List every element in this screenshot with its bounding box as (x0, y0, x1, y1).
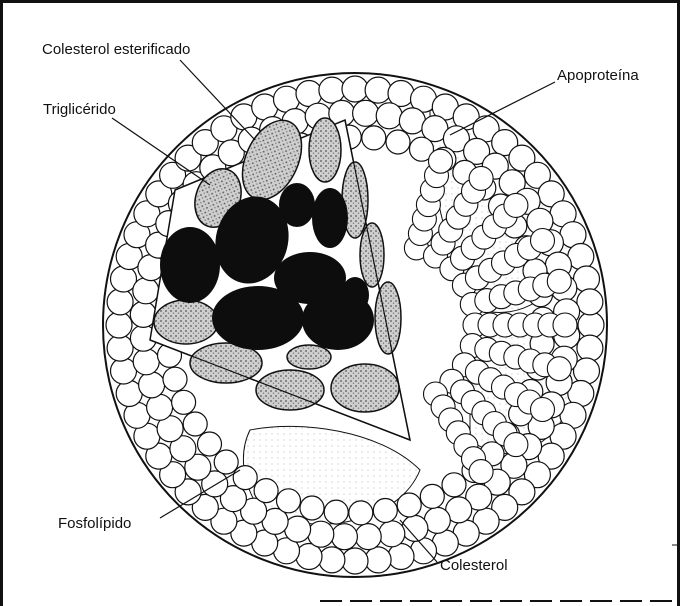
phospholipid-head (349, 501, 373, 525)
phospholipid-head (133, 349, 159, 375)
phospholipid-head (469, 166, 493, 190)
phospholipid-head (574, 266, 600, 292)
esterified-cholesterol-7 (154, 300, 218, 344)
phospholipid-head (531, 398, 555, 422)
phospholipid-head (362, 126, 386, 150)
phospholipid-head (355, 524, 381, 550)
phospholipid-head (578, 312, 604, 338)
phospholipid-head (106, 312, 132, 338)
label-cholesterol: Colesterol (440, 557, 508, 574)
phospholipid-head (319, 547, 345, 573)
triglyceride-8 (341, 277, 369, 313)
phospholipid-head (547, 357, 571, 381)
phospholipid-head (373, 499, 397, 523)
phospholipid-head (172, 390, 196, 414)
phospholipid-head (342, 76, 368, 102)
phospholipid-head (442, 473, 466, 497)
phospholipid-head (308, 521, 334, 547)
phospholipid-head (107, 289, 133, 315)
phospholipid-head (504, 193, 528, 217)
label-triglyceride: Triglicérido (43, 101, 116, 118)
triglyceride-2 (312, 188, 348, 248)
phospholipid-head (386, 130, 410, 154)
esterified-cholesterol-9 (287, 345, 331, 369)
label-apoprotein: Apoproteína (557, 67, 639, 84)
phospholipid-head (397, 493, 421, 517)
phospholipid-head (353, 100, 379, 126)
phospholipid-head (376, 103, 402, 129)
phospholipid-head (365, 547, 391, 573)
triglyceride-4 (160, 227, 220, 303)
phospholipid-head (531, 229, 555, 253)
phospholipid-head (233, 466, 257, 490)
phospholipid-head (277, 489, 301, 513)
phospholipid-head (504, 433, 528, 457)
phospholipid-head (388, 544, 414, 570)
esterified-cholesterol-2 (309, 118, 341, 182)
phospholipid-head (183, 412, 207, 436)
label-esterified-cholesterol: Colesterol esterificado (42, 41, 190, 58)
esterified-cholesterol-11 (331, 364, 399, 412)
phospholipid-head (133, 278, 159, 304)
phospholipid-head (577, 289, 603, 315)
phospholipid-head (319, 77, 345, 103)
phospholipid-head (214, 450, 238, 474)
label-phospholipid: Fosfolípido (58, 515, 131, 532)
phospholipid-head (379, 521, 405, 547)
phospholipid-head (429, 149, 453, 173)
phospholipid-head (553, 313, 577, 337)
phospholipid-head (107, 335, 133, 361)
phospholipid-head (139, 372, 165, 398)
phospholipid-head (469, 460, 493, 484)
phospholipid-head (342, 548, 368, 574)
phospholipid-head (296, 81, 322, 107)
phospholipid-head (420, 484, 444, 508)
esterified-cholesterol-10 (256, 370, 324, 410)
phospholipid-head (331, 524, 357, 550)
phospholipid-head (365, 77, 391, 103)
esterified-cholesterol-6 (375, 282, 401, 354)
phospholipid-head (300, 496, 324, 520)
phospholipid-head (254, 479, 278, 503)
phospholipid-head (163, 367, 187, 391)
phospholipid-head (198, 432, 222, 456)
phospholipid-head (324, 500, 348, 524)
phospholipid-head (577, 335, 603, 361)
phospholipid-head (111, 358, 137, 384)
phospholipid-head (547, 269, 571, 293)
triglyceride-6 (212, 286, 304, 350)
